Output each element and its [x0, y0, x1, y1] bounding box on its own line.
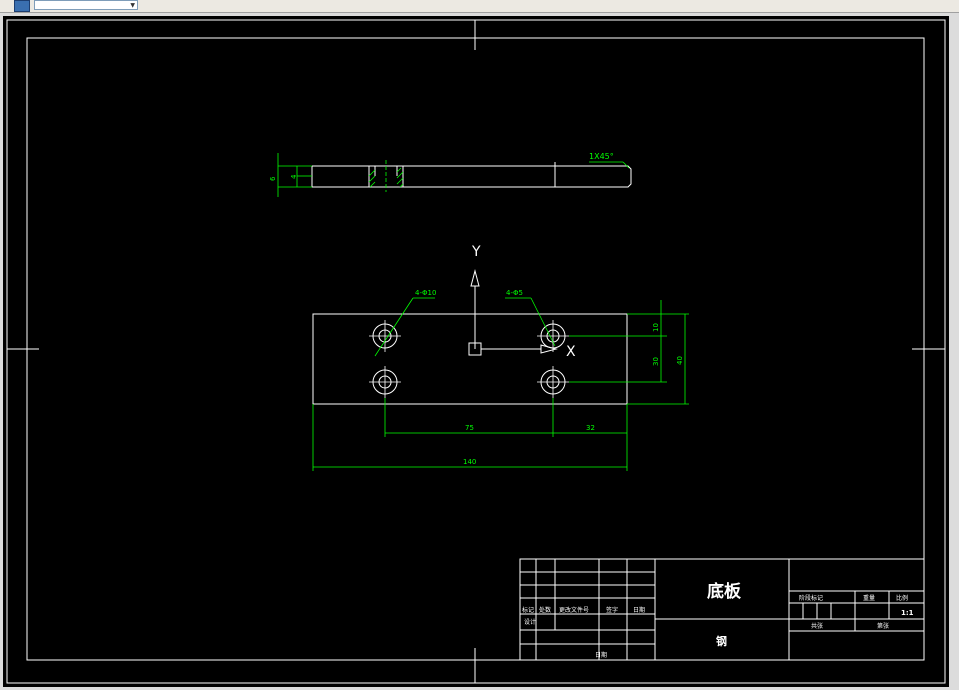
- dim-40: 40: [676, 356, 684, 365]
- dim-thickness: 6: [269, 176, 277, 181]
- chevron-down-icon[interactable]: ▼: [130, 2, 135, 9]
- dim-30: 30: [652, 357, 660, 366]
- sheet-border-outer: [6, 19, 946, 684]
- title-block: 底板 钢 标记 处数 更改文件号 签字 日期 设计 日期 阶段标记 重量 比例 …: [519, 558, 925, 661]
- rev-header-count: 处数: [539, 606, 551, 614]
- ucs-icon: [468, 269, 558, 356]
- rev-header-mark: 标记: [522, 606, 534, 614]
- label-ratio: 比例: [896, 594, 908, 602]
- ucs-x-label: X: [566, 344, 576, 360]
- dim-140: 140: [463, 458, 476, 466]
- ucs-y-label: Y: [471, 244, 481, 260]
- drawing-viewport: 6 4 1X45°: [0, 13, 959, 690]
- layer-icon[interactable]: [14, 0, 30, 12]
- chamfer-label: 1X45°: [589, 152, 614, 161]
- label-total: 共张: [811, 622, 823, 630]
- rev-header-docno: 更改文件号: [559, 606, 589, 614]
- label-stage: 阶段标记: [799, 594, 823, 602]
- toolbar: ▼: [0, 0, 959, 13]
- side-view: 6 4 1X45°: [269, 152, 632, 197]
- top-view: Y X 4-Φ10 4-Φ5 75 32 140: [312, 244, 689, 471]
- label-sheet: 第张: [877, 622, 889, 630]
- dim-counterbore: 4: [290, 174, 298, 179]
- canvas-background: [3, 16, 949, 687]
- plate-outline: [312, 313, 628, 405]
- rev-header-date: 日期: [633, 606, 645, 614]
- drawing-canvas[interactable]: 6 4 1X45°: [3, 16, 949, 687]
- label-weight: 重量: [863, 594, 875, 602]
- label-date: 日期: [595, 651, 607, 659]
- part-name: 底板: [707, 581, 742, 602]
- material: 钢: [716, 634, 727, 648]
- dim-75: 75: [465, 424, 474, 432]
- layer-dropdown[interactable]: ▼: [34, 0, 138, 10]
- label-design: 设计: [524, 618, 536, 626]
- dim-10: 10: [652, 323, 660, 332]
- dim-32: 32: [586, 424, 595, 432]
- leader-small-holes: 4-Φ5: [506, 289, 523, 297]
- rev-header-sign: 签字: [606, 606, 618, 614]
- centering-marks: [7, 20, 945, 683]
- scale-value: 1:1: [901, 609, 914, 617]
- leader-large-holes: 4-Φ10: [415, 289, 436, 297]
